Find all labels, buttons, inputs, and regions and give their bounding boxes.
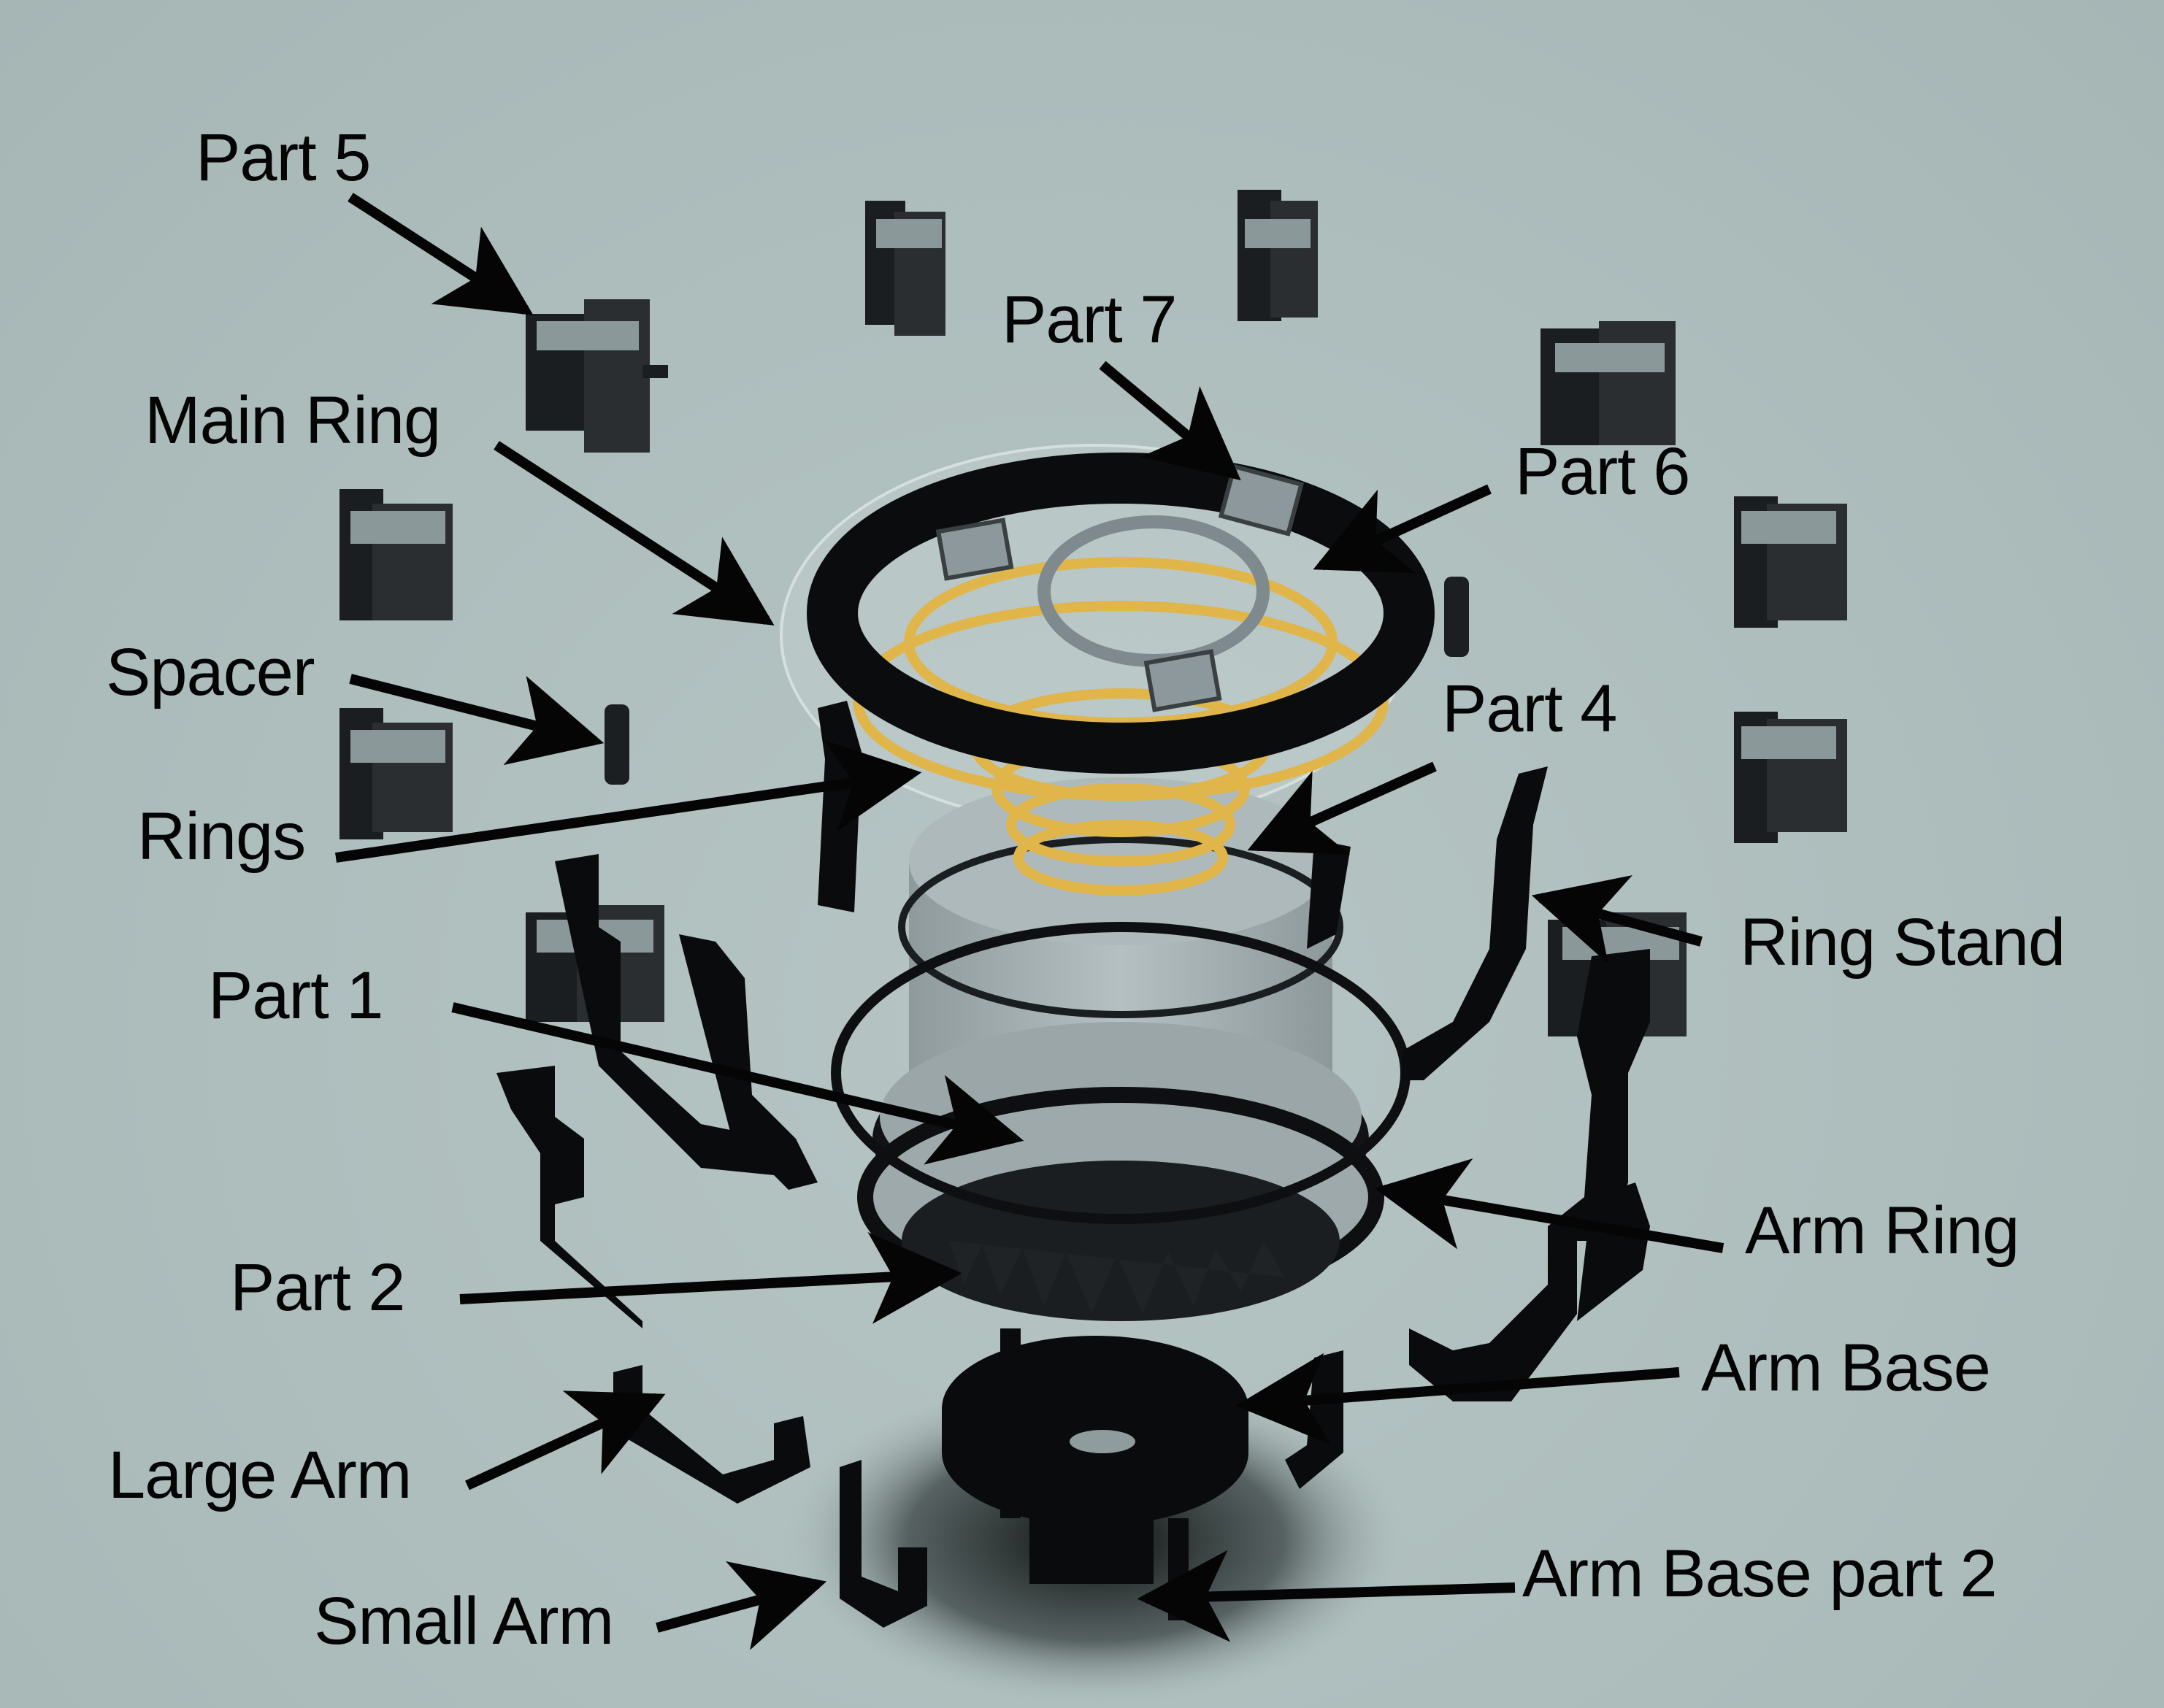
part7-tabs [935,463,1305,712]
label-part5: Part 5 [196,120,371,195]
clip-right-mid [1734,496,1847,628]
clip-right-low [1734,712,1847,843]
arrow-ring-stand [1531,875,1703,964]
large-arm-left [496,1066,810,1504]
label-part6: Part 6 [1515,434,1690,509]
part6-ring [807,453,1435,774]
label-arm-ring: Arm Ring [1745,1193,2019,1268]
label-arm-base: Arm Base [1701,1331,1991,1405]
ring-stand-center-right [1307,839,1351,949]
large-arm-right2 [1577,1182,1650,1321]
arrow-part4 [1247,761,1437,855]
clip-left-mid [339,489,453,620]
arrow-arm-ring [1374,1158,1724,1253]
arrow-spacer [349,674,605,766]
arrow-main-ring [494,441,775,626]
label-ring-stand: Ring Stand [1740,905,2065,980]
spacer-right [1444,577,1469,657]
ring-stand-left2 [679,934,818,1190]
label-part4: Part 4 [1442,672,1617,746]
arm-base [942,1328,1248,1620]
clip-top-left [865,201,945,336]
label-rings: Rings [137,799,306,874]
arrow-arm-base-part2 [1137,1550,1516,1642]
arrow-part2 [459,1231,962,1324]
spacer-left [605,704,629,785]
label-arm-base-part2: Arm Base part 2 [1522,1536,1998,1611]
arms [496,701,1650,1628]
label-part7: Part 7 [1002,282,1177,357]
arrow-part5 [348,193,534,315]
arrow-arm-base [1235,1353,1680,1445]
part2-gear [949,1241,1285,1314]
small-arm-left [840,1460,927,1628]
clip-part5 [526,299,668,453]
clip-left-low [339,708,453,839]
ring-stand-right [1402,766,1548,1080]
arrow-part6 [1313,484,1492,574]
label-small-arm: Small Arm [314,1584,614,1658]
large-arm-right [1409,949,1650,1401]
arrow-large-arm [465,1390,666,1490]
label-spacer: Spacer [106,635,315,709]
label-part2: Part 2 [230,1250,405,1325]
arrow-part7 [1099,361,1241,481]
ring-stand-center-left [818,701,862,912]
label-main-ring: Main Ring [145,383,441,458]
label-large-arm: Large Arm [108,1438,412,1512]
label-part1: Part 1 [208,958,383,1033]
clip-right-upper [1540,321,1676,445]
clip-parts [339,190,1847,1036]
arrow-part1 [451,1002,1024,1165]
clip-top-right [1238,190,1318,321]
callout-arrows [334,193,1724,1650]
ring-stand-left [555,854,774,1175]
arrow-rings [334,739,922,863]
arrow-small-arm [656,1561,827,1650]
